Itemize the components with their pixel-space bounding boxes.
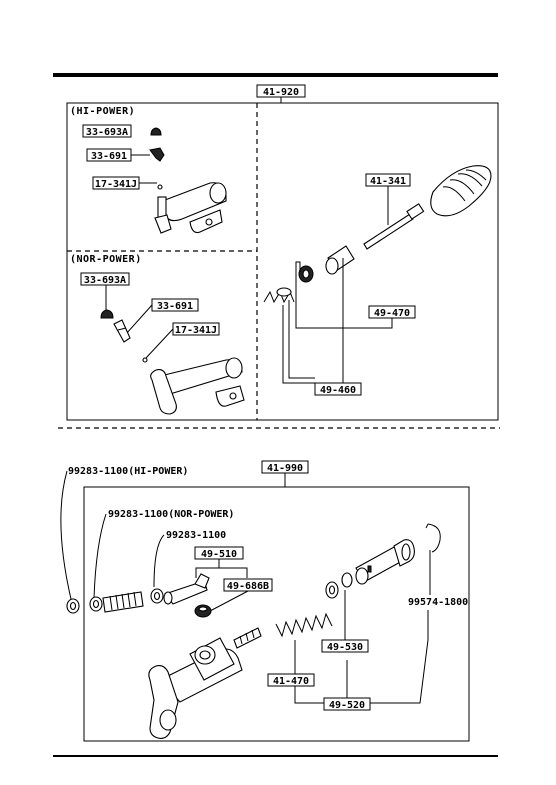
nor-seal-ring-icon (142, 357, 148, 363)
hi-reservoir-cap-label: 33-693A (86, 127, 128, 138)
pipe-label: 49-510 (201, 549, 237, 560)
clip-nor-power-leader (93, 513, 107, 599)
nor-reservoir-label: 17-341J (175, 325, 217, 336)
hi-seal-ring-icon (157, 184, 163, 190)
nor-reservoir-cap-label: 33-693A (84, 275, 126, 286)
bleeder-cap-icon (194, 604, 212, 618)
clip-icon (150, 588, 164, 604)
upper-kit-group: 41-920 (HI-POWER) (NOR-POWER) 33-693A 33… (66, 84, 499, 421)
seal-kit-label: 49-470 (374, 308, 410, 319)
cup-seal-icon (298, 265, 314, 283)
nor-fitting-label: 33-691 (157, 301, 193, 312)
nor-reservoir-cap-icon (100, 309, 114, 319)
return-spring-icon (263, 287, 295, 304)
clip-nor-power-icon (89, 596, 103, 612)
hi-fitting-label: 33-691 (91, 151, 127, 162)
clip-label: 99283-1100 (166, 530, 226, 541)
snap-ring-label: 99574-1800 (408, 597, 468, 608)
lower-master-cylinder-body (148, 627, 262, 739)
lower-kit-number: 41-990 (267, 463, 303, 474)
lower-cup-icon (325, 581, 339, 599)
piston-rod-label: 41-341 (370, 176, 406, 187)
hi-power-label: (HI-POWER) (70, 106, 135, 117)
nor-fitting-thread (117, 327, 127, 331)
lower-spring-icon (275, 612, 333, 638)
snap-ring-icon (425, 523, 441, 553)
pipe-leader (195, 559, 220, 578)
nor-fitting-leader (125, 304, 153, 335)
cylinder-kit-label: 49-460 (320, 385, 356, 396)
seal-kit-leader (295, 261, 393, 329)
cup-label: 49-530 (327, 642, 363, 653)
cylinder-kit-leader-1 (282, 305, 338, 384)
push-rod-icon (363, 203, 425, 250)
clip-leader (153, 534, 165, 588)
bleeder-leader (209, 590, 249, 612)
top-rule (53, 73, 498, 77)
clip-hi-power-leader (60, 470, 72, 600)
clip-hi-power-icon (66, 598, 80, 614)
nor-master-cylinder-body (150, 357, 245, 415)
dust-boot-icon (430, 165, 492, 217)
hi-master-cylinder-body (154, 182, 227, 234)
clip-hi-power-label: 99283-1100(HI-POWER) (68, 466, 188, 477)
upper-kit-frame (66, 102, 499, 421)
hi-reservoir-cap-label-box (82, 124, 132, 138)
hi-fitting-icon (149, 147, 165, 162)
piston-label: 49-520 (329, 700, 365, 711)
piston-leader-1 (294, 686, 324, 704)
nor-power-label: (NOR-POWER) (70, 254, 142, 265)
piston-icon (325, 245, 355, 275)
lower-kit-frame (83, 486, 470, 742)
pipe-leader-2 (219, 567, 248, 578)
lower-piston-icon (355, 539, 415, 585)
nor-reservoir-leader (145, 328, 174, 359)
bottom-rule (53, 755, 498, 757)
upper-kit-number: 41-920 (263, 87, 299, 98)
hi-reservoir-cap-icon (150, 127, 162, 136)
bleeder-label: 49-686B (227, 581, 269, 592)
nor-fitting-icon (113, 319, 131, 343)
lower-kit-group: 41-990 99283-1100(HI-POWER) 99283-1100(N… (60, 460, 470, 742)
cylinder-kit-leader-2 (288, 300, 315, 379)
spring-label-box (267, 673, 315, 687)
piston-leader-3 (370, 610, 429, 704)
spring-label: 41-470 (273, 676, 309, 687)
inlet-pipe-icon (163, 573, 210, 605)
hose-icon (102, 591, 144, 613)
lower-seal-ring-icon (341, 572, 353, 588)
hi-reservoir-label: 17-341J (95, 179, 137, 190)
clip-nor-power-label: 99283-1100(NOR-POWER) (108, 509, 234, 520)
nor-reservoir-cap-label-box (80, 272, 130, 286)
